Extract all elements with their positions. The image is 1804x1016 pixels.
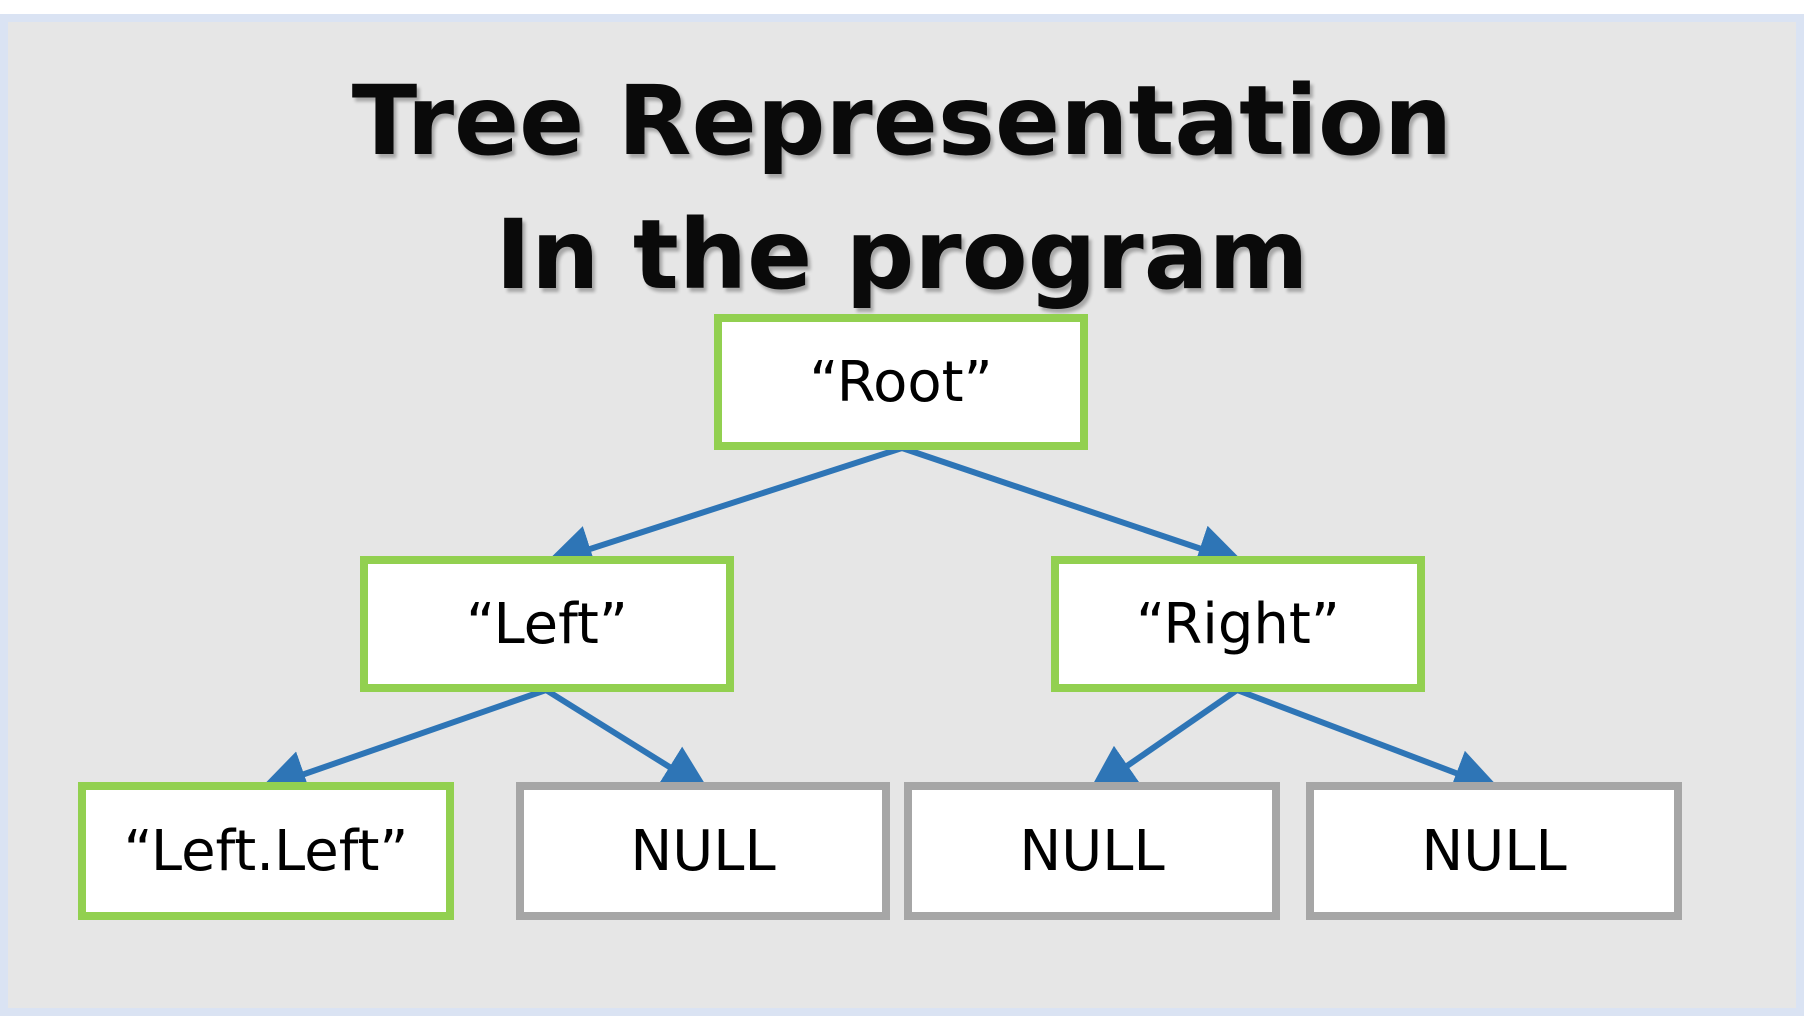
node-left-right-label: NULL: [630, 818, 776, 884]
node-right-label: “Right”: [1136, 591, 1340, 657]
edge-root-to-left: [544, 445, 903, 572]
diagram-title: Tree Representation In the program: [0, 54, 1804, 322]
node-right-right-null: NULL: [1306, 782, 1682, 920]
node-left-left-label: “Left.Left”: [123, 818, 409, 884]
node-root-label: “Root”: [809, 349, 993, 415]
edge-left-to-left-right: [544, 687, 711, 793]
node-left-left: “Left.Left”: [78, 782, 454, 920]
node-left-label: “Left”: [466, 591, 628, 657]
title-line-2: In the program: [495, 199, 1309, 311]
node-left-right-null: NULL: [516, 782, 890, 920]
edge-right-to-right-left: [1088, 687, 1239, 793]
edge-right-to-right-right: [1235, 687, 1502, 796]
title-line-1: Tree Representation: [351, 65, 1453, 177]
node-right-left-label: NULL: [1019, 818, 1165, 884]
node-right-right-label: NULL: [1421, 818, 1567, 884]
node-right-left-null: NULL: [904, 782, 1280, 920]
node-root: “Root”: [714, 314, 1088, 450]
node-right: “Right”: [1051, 556, 1425, 692]
node-left: “Left”: [360, 556, 734, 692]
edge-root-to-right: [901, 445, 1246, 572]
edge-left-to-left-left: [258, 687, 547, 797]
